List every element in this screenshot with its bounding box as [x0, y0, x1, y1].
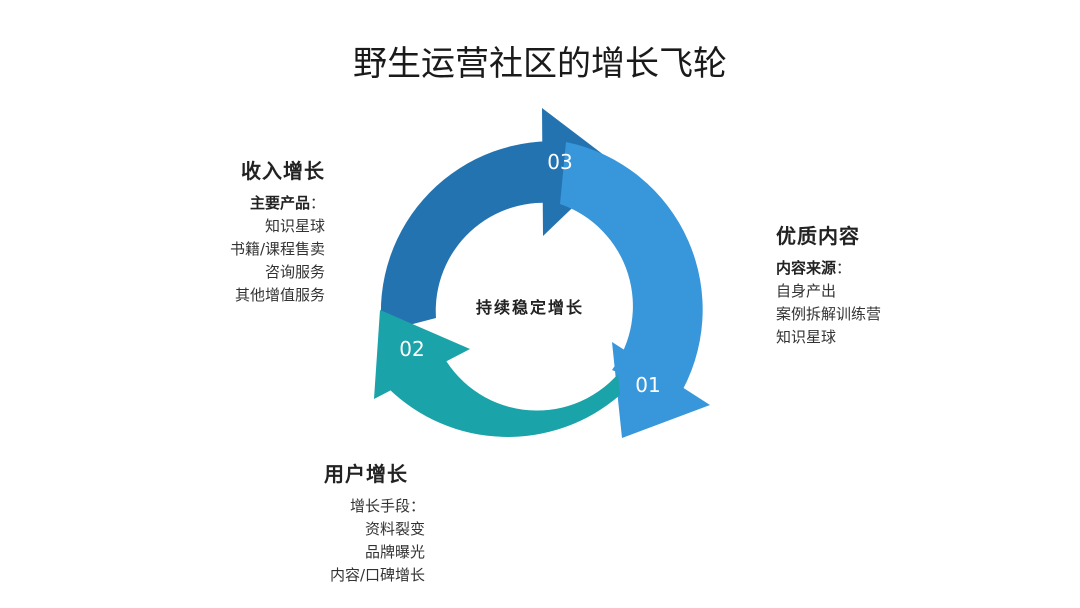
users-item-3: 内容/口碑增长 [329, 566, 425, 584]
users-item-1: 资料裂变 [364, 520, 425, 538]
content-item-2: 案例拆解训练营 [776, 305, 882, 323]
users-block: 用户增长 增长手段： 资料裂变 品牌曝光 内容/口碑增长 [280, 459, 425, 587]
income-item-1: 知识星球 [264, 217, 325, 235]
content-item-3: 知识星球 [776, 328, 837, 346]
segment-03-number: 03 [547, 150, 572, 174]
segment-01-arc [560, 142, 703, 398]
users-sub-label: 增长手段： [349, 497, 425, 515]
center-label: 持续稳定增长 [475, 298, 584, 317]
segment-02-arrowhead [374, 310, 470, 399]
segment-01-number: 01 [635, 373, 660, 397]
income-item-4: 其他增值服务 [234, 286, 325, 304]
content-block: 优质内容 内容来源： 自身产出 案例拆解训练营 知识星球 [776, 221, 966, 349]
segment-01-arrowhead [612, 342, 710, 438]
segment-02-number: 02 [399, 337, 424, 361]
users-item-2: 品牌曝光 [364, 543, 425, 561]
income-sub-label: 主要产品： [249, 194, 325, 212]
income-heading: 收入增长 [241, 159, 325, 183]
income-item-3: 咨询服务 [264, 263, 325, 281]
segment-02-arc [388, 350, 620, 437]
income-item-2: 书籍/课程售卖 [229, 240, 325, 258]
segment-03-arc [380, 141, 568, 332]
page-title: 野生运营社区的增长飞轮 [353, 44, 727, 84]
users-heading: 用户增长 [324, 462, 408, 486]
content-sub-label: 内容来源： [776, 259, 852, 277]
income-block: 收入增长 主要产品： 知识星球 书籍/课程售卖 咨询服务 其他增值服务 [180, 156, 325, 307]
content-item-1: 自身产出 [776, 282, 837, 300]
content-heading: 优质内容 [776, 224, 860, 248]
